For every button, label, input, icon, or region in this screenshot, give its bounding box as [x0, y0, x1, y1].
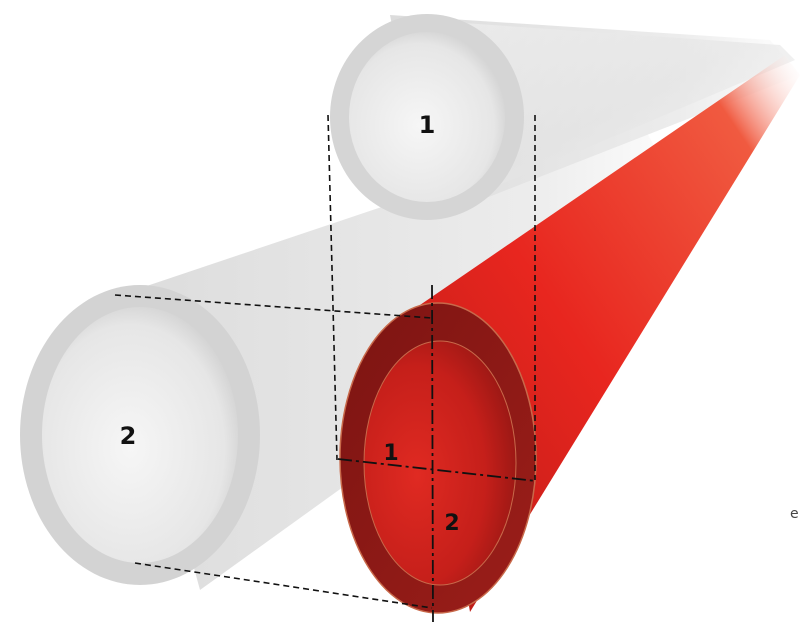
red-tube-inner	[363, 340, 517, 586]
edge-text-fragment: e.	[790, 506, 800, 522]
guide-line	[114, 294, 433, 319]
left-tube-label: 2	[120, 422, 137, 450]
vertical-axis	[431, 284, 434, 623]
guide-line	[134, 562, 433, 609]
tube-2-inner	[42, 307, 238, 563]
red-tube	[339, 55, 800, 614]
red-vertical-axis-label: 2	[444, 511, 459, 536]
red-tube-axes	[337, 284, 537, 623]
tube-1-inner	[349, 32, 505, 202]
dashed-guides	[114, 114, 536, 609]
red-horizontal-axis-label: 1	[383, 441, 398, 466]
guide-line	[327, 114, 338, 461]
top-tube-label: 1	[419, 111, 436, 139]
tube-1-white	[330, 14, 800, 220]
horizontal-axis	[337, 458, 537, 482]
